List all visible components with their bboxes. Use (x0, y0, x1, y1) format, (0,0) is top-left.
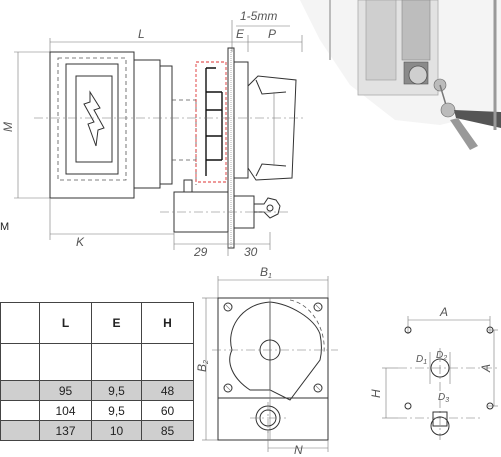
dim-M: M (1, 122, 15, 132)
dim-B1: B1 (260, 265, 272, 280)
table-row: 95 9,5 48 (0, 380, 194, 401)
cutout-view-drawing: A A D1 D2 D3 H (369, 305, 500, 440)
dim-N: N (294, 443, 303, 457)
table-cell (0, 380, 40, 401)
table-cell: 85 (141, 420, 194, 441)
table-row (0, 343, 194, 381)
table-cell (0, 400, 40, 421)
dim-E: E (236, 27, 245, 41)
left-label: M (0, 221, 10, 233)
table-cell: 60 (141, 400, 194, 421)
dim-30: 30 (244, 245, 258, 259)
table-cell (91, 343, 142, 381)
dim-L: L (138, 27, 145, 41)
table-header-cell: H (141, 302, 194, 344)
dim-panel-thickness: 1-5mm (240, 9, 277, 23)
table-row: 137 10 85 (0, 420, 194, 441)
table-row: 104 9,5 60 (0, 400, 194, 421)
side-view-drawing: L E P 1-5mm M (1, 9, 306, 259)
table-header-cell: E (91, 302, 142, 344)
dimension-table: L E H 95 9,5 48 104 9,5 60 137 10 85 (0, 302, 194, 441)
table-cell (0, 420, 40, 441)
dim-A-side: A (479, 364, 493, 373)
dim-B2: B2 (195, 360, 210, 372)
table-cell (0, 343, 40, 381)
dim-D3: D3 (438, 392, 449, 404)
table-cell (39, 343, 92, 381)
table-header-cell: L (39, 302, 92, 344)
table-header-cell (0, 302, 40, 344)
table-cell: 95 (39, 380, 92, 401)
table-cell (141, 343, 194, 381)
table-header-row: L E H (0, 302, 194, 344)
dim-H: H (369, 389, 383, 398)
dim-D1: D1 (416, 354, 427, 366)
table-cell: 10 (91, 420, 142, 441)
table-cell: 48 (141, 380, 194, 401)
dim-D2: D2 (436, 350, 447, 362)
dim-K: K (76, 235, 85, 249)
table-cell: 9,5 (91, 400, 142, 421)
table-cell: 9,5 (91, 380, 142, 401)
dim-A-top: A (439, 305, 448, 319)
table-cell: 104 (39, 400, 92, 421)
front-view-drawing: B1 B2 N (195, 265, 338, 457)
dim-29: 29 (193, 245, 208, 259)
table-cell: 137 (39, 420, 92, 441)
dim-P: P (268, 27, 276, 41)
product-photo (300, 0, 501, 150)
